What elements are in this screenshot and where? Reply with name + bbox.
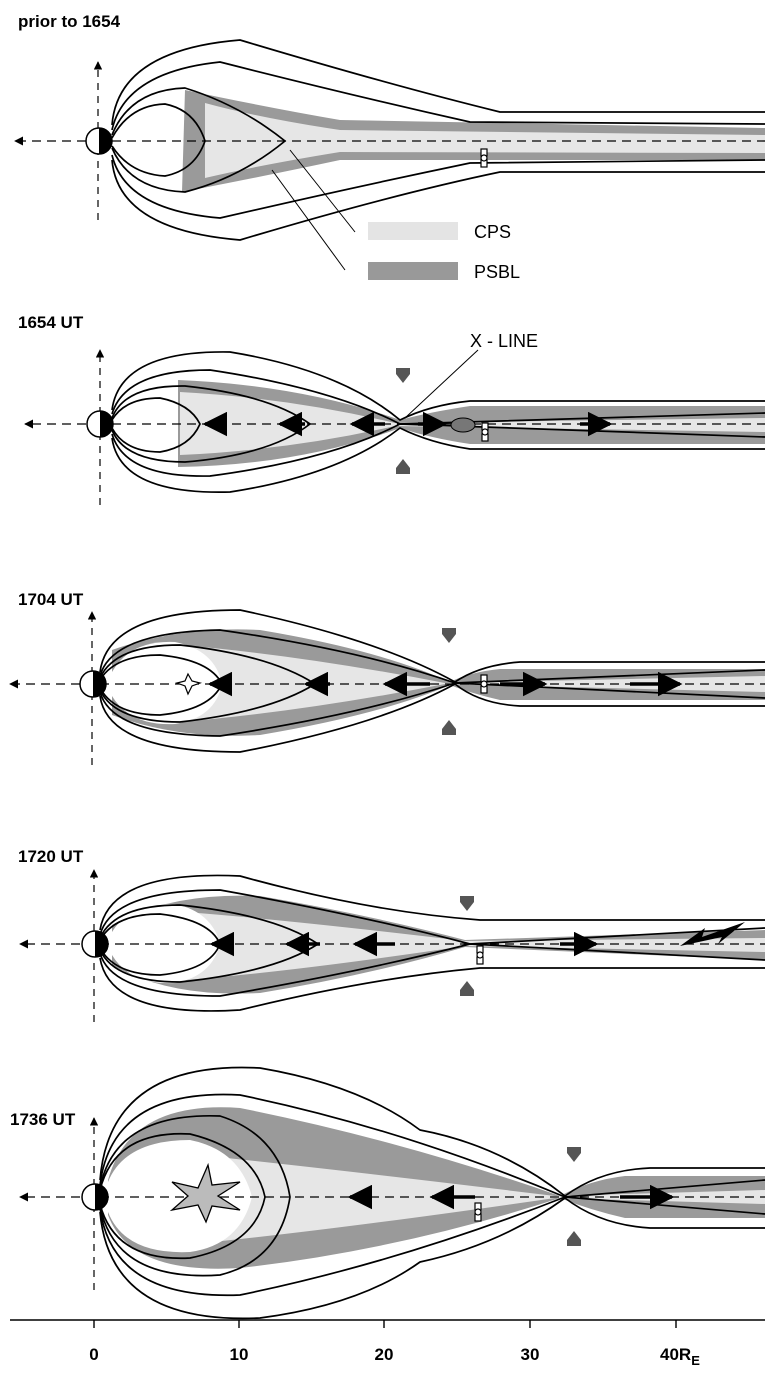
- panel-3: 1704 UT: [10, 590, 765, 765]
- panel-5-title: 1736 UT: [10, 1110, 76, 1129]
- plasmoid: [451, 418, 475, 432]
- axis-tick-label-last: 40RE: [660, 1345, 700, 1368]
- panel-1-title: prior to 1654: [18, 12, 121, 31]
- inflow-arrow-up-icon: [396, 459, 410, 474]
- axis-tick-label: 30: [521, 1345, 540, 1364]
- cps-swatch: [368, 222, 458, 240]
- panel-5: 1736 UT: [10, 1068, 765, 1319]
- panel-2-title: 1654 UT: [18, 313, 84, 332]
- inflow-arrow-down-icon: [460, 896, 474, 911]
- panel-3-title: 1704 UT: [18, 590, 84, 609]
- earth: [82, 1184, 108, 1210]
- axis-tick-label: 20: [375, 1345, 394, 1364]
- inflow-arrow-up-icon: [460, 981, 474, 996]
- panel-4: 1720 UT: [18, 847, 765, 1022]
- psbl-swatch: [368, 262, 458, 280]
- distance-axis: 0 10 20 30 40RE: [10, 1320, 765, 1368]
- inflow-arrow-up-icon: [442, 720, 456, 735]
- cps-label: CPS: [474, 222, 511, 242]
- earth: [80, 671, 106, 697]
- panel-4-title: 1720 UT: [18, 847, 84, 866]
- earth: [82, 931, 108, 957]
- psbl-label: PSBL: [474, 262, 520, 282]
- inflow-arrow-down-icon: [396, 368, 410, 383]
- satellite-icon: [481, 149, 487, 167]
- satellite-icon: [482, 423, 488, 441]
- panel-2: 1654 UT X - LINE: [18, 313, 765, 505]
- satellite-icon: [481, 675, 487, 693]
- satellite-icon: [477, 946, 483, 964]
- earth: [87, 411, 113, 437]
- panel-1: prior to 1654 CPS PSBL: [15, 12, 765, 282]
- leader-line-psbl: [272, 170, 345, 270]
- xline-label: X - LINE: [470, 331, 538, 351]
- inflow-arrow-down-icon: [442, 628, 456, 643]
- axis-tick-label: 0: [89, 1345, 98, 1364]
- earth: [86, 128, 112, 154]
- satellite-icon: [475, 1203, 481, 1221]
- axis-tick-label: 10: [230, 1345, 249, 1364]
- inflow-arrow-down-icon: [567, 1147, 581, 1162]
- inflow-arrow-up-icon: [567, 1231, 581, 1246]
